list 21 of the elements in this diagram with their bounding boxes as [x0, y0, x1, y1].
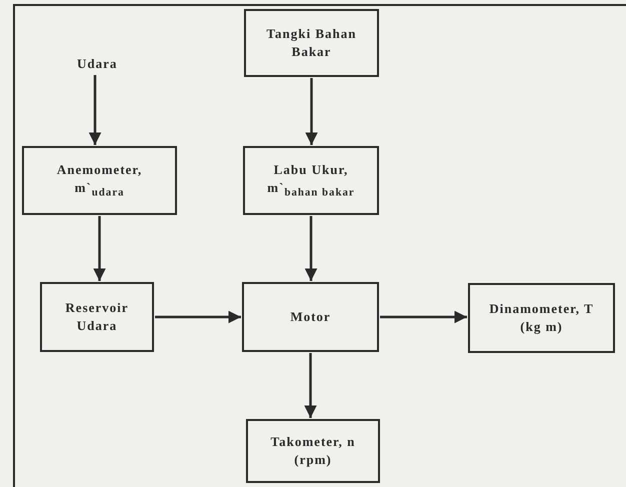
process-box — [246, 419, 380, 483]
arrow — [380, 310, 467, 324]
box-label: Dinamometer, T (kg m) — [488, 300, 595, 336]
process-box — [242, 282, 379, 352]
box-label: Takometer, n (rpm) — [270, 433, 356, 469]
box-label: Anemometer, m`$_{udara}$ — [56, 161, 144, 200]
process-box — [22, 146, 177, 215]
box-label: Motor — [289, 308, 332, 326]
process-box — [40, 282, 154, 352]
arrow — [304, 353, 317, 418]
arrow — [304, 216, 318, 281]
arrow — [93, 216, 106, 281]
arrow — [88, 75, 102, 145]
process-box — [243, 146, 379, 215]
arrow — [305, 78, 318, 145]
box-label: Labu Ukur, m`$_{bahan bakar}$ — [266, 161, 356, 200]
process-box — [468, 283, 615, 353]
box-label: Reservoir Udara — [64, 299, 130, 335]
box-label: Tangki Bahan Bakar — [266, 25, 358, 61]
arrow — [155, 310, 241, 324]
process-box — [244, 9, 379, 77]
